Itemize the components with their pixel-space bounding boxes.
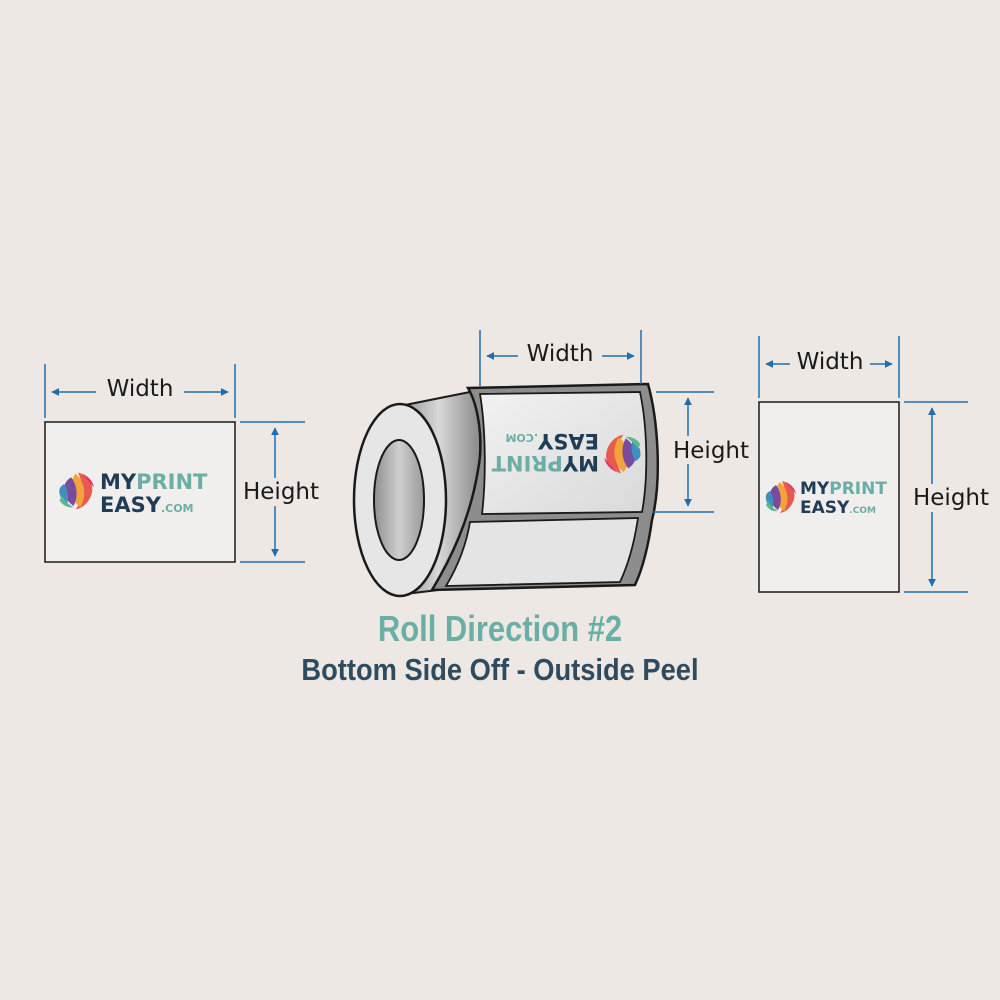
roll-width-label: Width: [527, 341, 594, 367]
left-label-group: Width Height MYPRINT EASY.COM: [44, 364, 319, 563]
diagram-title: Roll Direction #2: [377, 608, 623, 649]
svg-text:MYPRINT: MYPRINT: [100, 470, 208, 494]
svg-text:EASY.COM: EASY.COM: [506, 429, 600, 453]
left-width-label: Width: [107, 376, 174, 402]
right-label-group: Width Height MYPRINT EASY.COM: [758, 336, 990, 593]
right-height-label: Height: [913, 485, 989, 511]
roll-logo: MYPRINT EASY.COM: [491, 429, 641, 475]
left-height-label: Height: [243, 479, 319, 505]
svg-text:MYPRINT: MYPRINT: [491, 451, 599, 475]
svg-text:MYPRINT: MYPRINT: [800, 479, 887, 499]
roll-height-label: Height: [673, 438, 749, 464]
roll-core: [373, 439, 425, 561]
diagram-subtitle: Bottom Side Off - Outside Peel: [301, 652, 699, 687]
left-logo: MYPRINT EASY.COM: [59, 470, 208, 517]
svg-text:EASY.COM: EASY.COM: [800, 498, 876, 518]
right-logo: MYPRINT EASY.COM: [765, 479, 887, 518]
svg-text:EASY.COM: EASY.COM: [100, 493, 194, 517]
label-roll: MYPRINT EASY.COM Width Height: [352, 330, 750, 598]
roll-next-label: [444, 517, 640, 587]
roll-top-label: [478, 391, 648, 515]
right-width-label: Width: [797, 349, 864, 375]
